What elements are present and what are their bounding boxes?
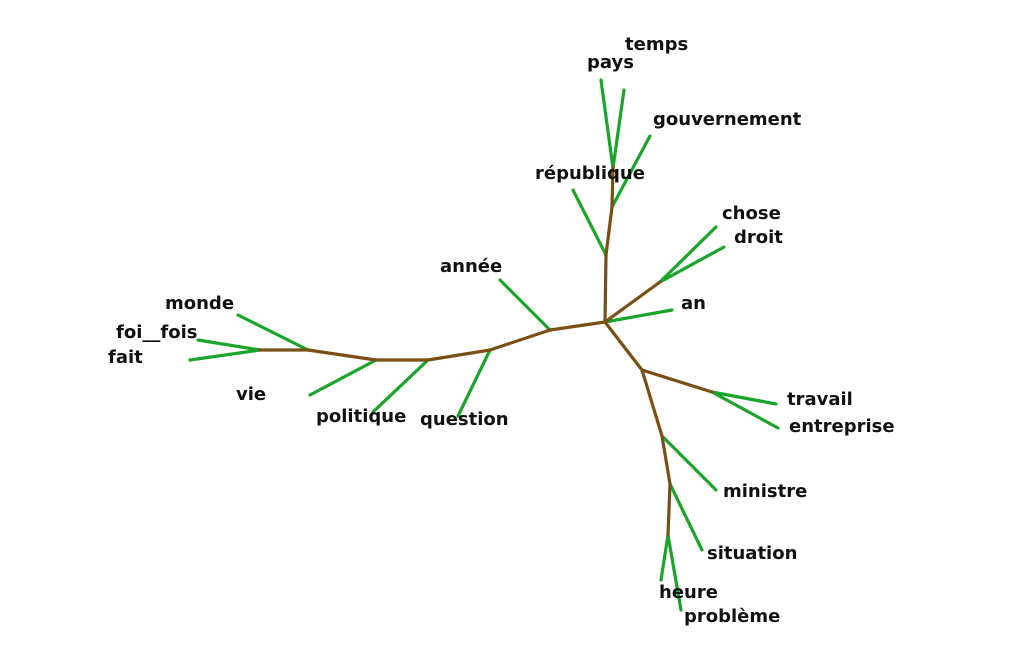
leaf-branch-foi_fois	[196, 338, 262, 352]
leaf-branch-ministre	[660, 434, 718, 492]
internal-branch-R-N11	[603, 320, 644, 372]
leaf-label-foi_fois: foi__fois	[116, 322, 197, 343]
leaf-label-an: an	[681, 293, 706, 314]
leaf-branch-travail	[710, 390, 778, 406]
leaf-branch-gouvernement	[610, 134, 652, 209]
leaf-label-pays: pays	[587, 52, 634, 73]
internal-branch-N13-N14	[660, 434, 672, 486]
leaf-label-ministre: ministre	[723, 481, 807, 502]
leaf-branch-fait	[188, 348, 262, 362]
internal-branch-N5-N6	[488, 328, 552, 352]
leaf-label-entreprise: entreprise	[789, 416, 895, 437]
leaf-label-probleme: problème	[684, 606, 780, 627]
leaf-branch-vie	[308, 358, 378, 397]
leaf-label-question: question	[420, 409, 509, 430]
leaf-label-gouvernement: gouvernement	[653, 109, 802, 130]
leaf-label-politique: politique	[316, 406, 406, 427]
leaf-branch-annee	[498, 278, 552, 332]
leaf-branch-probleme	[666, 533, 683, 612]
leaf-label-fait: fait	[108, 347, 143, 368]
internal-branch-N14-N15	[666, 482, 672, 537]
leaf-branch-an	[603, 308, 674, 324]
leaf-label-heure: heure	[659, 582, 718, 603]
internal-branch-N2-N1	[604, 205, 614, 257]
leaf-branch-entreprise	[710, 390, 780, 430]
leaf-label-vie: vie	[236, 384, 266, 405]
leaf-label-republique: république	[535, 163, 645, 184]
leaf-branch-politique	[371, 358, 430, 414]
internal-branch-R-N4	[603, 280, 662, 324]
leaf-branch-monde	[236, 313, 310, 352]
leaf-branch-pays	[599, 78, 615, 170]
internal-branch-R-N5	[548, 320, 607, 332]
leaf-branch-temps	[611, 88, 626, 170]
leaf-branch-chose	[658, 225, 718, 284]
leaf-label-annee: année	[440, 256, 502, 277]
leaf-branch-heure	[659, 533, 670, 582]
leaf-branch-republique	[571, 188, 608, 257]
leaf-label-temps: temps	[625, 34, 688, 55]
leaf-label-travail: travail	[787, 389, 853, 410]
leaf-branch-situation	[668, 482, 704, 552]
internal-branch-N8-N9	[306, 348, 378, 362]
internal-branch-R-N2	[603, 253, 608, 324]
leaf-label-chose: chose	[722, 203, 781, 224]
internal-branch-N11-N13	[640, 368, 664, 438]
internal-branch-N11-N12	[640, 368, 714, 394]
leaf-label-monde: monde	[165, 293, 234, 314]
leaf-branch-droit	[658, 245, 726, 284]
internal-branch-N6-N7	[426, 348, 492, 362]
internal-branch-N1-N3	[610, 166, 615, 209]
leaf-label-droit: droit	[734, 227, 783, 248]
leaf-label-situation: situation	[707, 543, 797, 564]
leaf-branch-question	[456, 348, 492, 418]
